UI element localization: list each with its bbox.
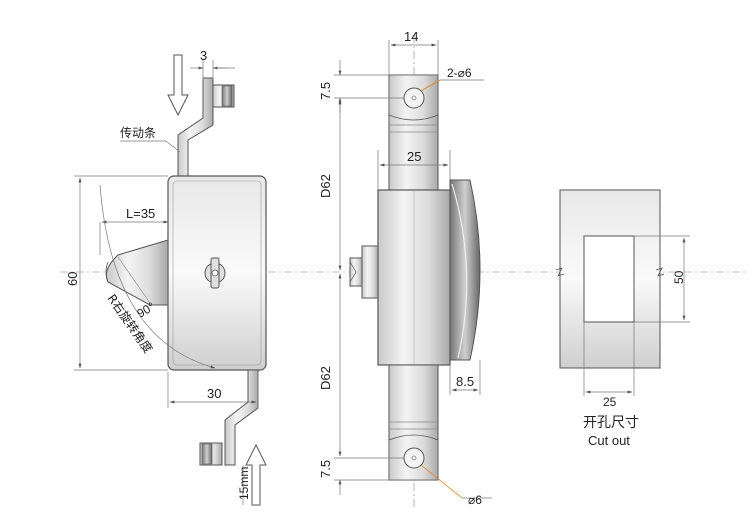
dim-holes: 2-⌀6 bbox=[447, 66, 472, 80]
dim-top-hole-offset: 7.5 bbox=[318, 82, 333, 100]
dim-bottom-width: 30 bbox=[207, 386, 221, 401]
handle-front bbox=[449, 179, 481, 361]
cutout-view: 50 25 开孔尺寸 Cut out bbox=[555, 189, 690, 448]
dim-hole-diameter: ⌀6 bbox=[468, 493, 482, 507]
dim-cutout-width: 25 bbox=[603, 395, 617, 409]
keyhole-icon bbox=[204, 257, 226, 289]
dim-top-offset: 3 bbox=[200, 48, 207, 63]
handle-side bbox=[105, 239, 169, 306]
dim-upper-distance: D62 bbox=[318, 174, 333, 198]
front-view: 14 7.5 2-⌀6 D62 25 bbox=[318, 29, 492, 510]
push-arrow-bottom bbox=[245, 443, 267, 506]
dim-bottom-hole-offset: 7.5 bbox=[318, 460, 333, 478]
cutout-title-cn: 开孔尺寸 bbox=[583, 415, 639, 431]
dim-handle-depth: 8.5 bbox=[456, 374, 474, 389]
dim-body-height: 60 bbox=[65, 272, 80, 286]
dim-handle-length: L=35 bbox=[126, 206, 155, 221]
cutout-hole bbox=[583, 235, 635, 323]
dim-lower-distance: D62 bbox=[318, 366, 333, 390]
key-cylinder bbox=[361, 245, 379, 299]
cutout-title-en: Cut out bbox=[588, 433, 630, 448]
bottom-pin bbox=[201, 443, 213, 465]
push-arrow-top bbox=[167, 54, 189, 117]
dim-rod-width: 14 bbox=[404, 29, 418, 44]
top-pin bbox=[221, 85, 233, 107]
rod-top bbox=[177, 77, 214, 183]
dim-cutout-height: 50 bbox=[672, 270, 686, 284]
label-drive-rod: 传动条 bbox=[120, 125, 156, 140]
dim-body-width: 25 bbox=[407, 149, 421, 164]
dim-travel: 15mm bbox=[237, 467, 251, 500]
rotation-arc bbox=[99, 184, 216, 369]
side-view: 3 传动条 15mm L=35 bbox=[60, 48, 745, 506]
